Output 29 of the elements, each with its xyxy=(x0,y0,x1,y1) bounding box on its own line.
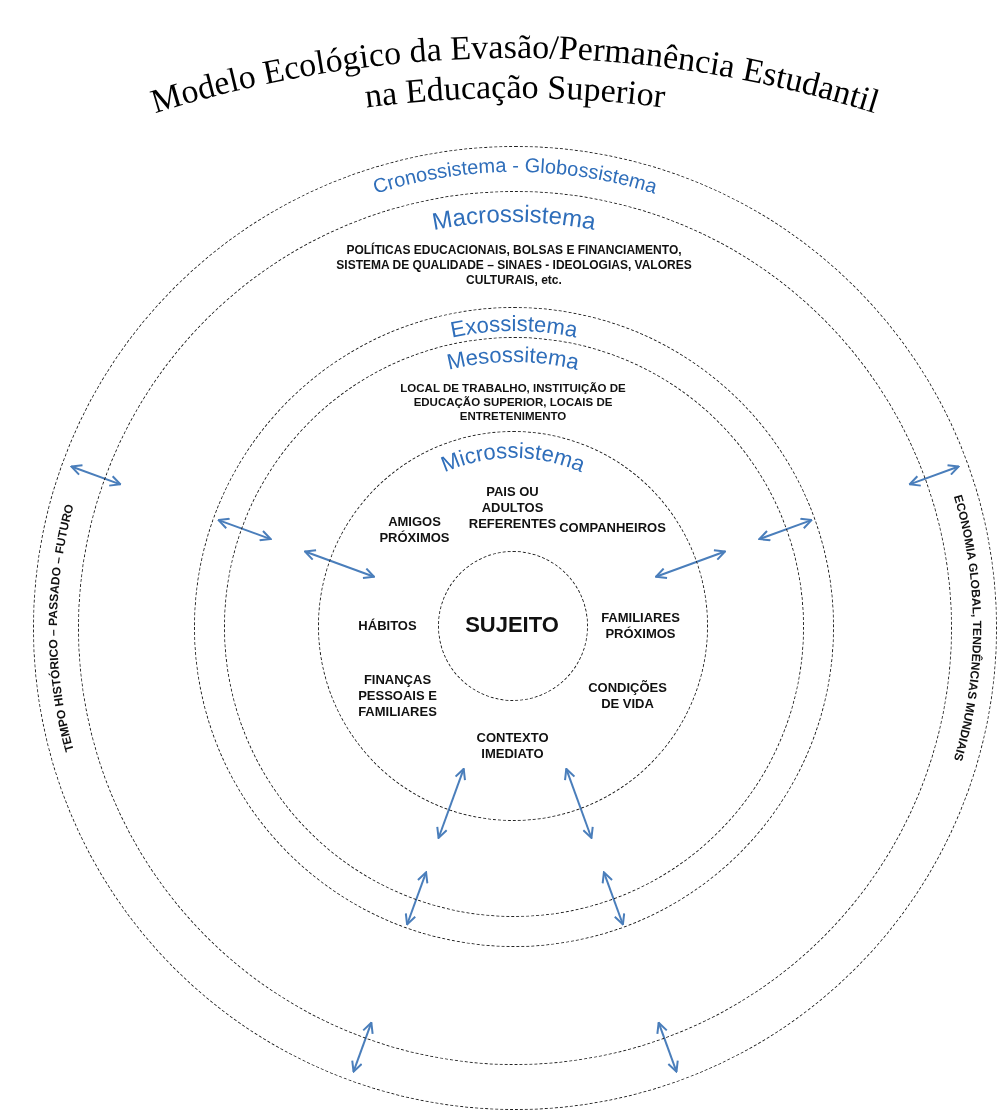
double-arrow xyxy=(654,549,726,579)
system-label: Microssistema xyxy=(436,437,589,477)
double-arrow xyxy=(404,871,429,926)
double-arrow xyxy=(656,1021,679,1073)
system-label: Exossistema xyxy=(447,310,580,342)
dashed-circle xyxy=(223,336,804,917)
double-arrow xyxy=(217,517,272,542)
factor-text: COMPANHEIROS xyxy=(558,519,667,536)
factor-text: CONTEXTO IMEDIATO xyxy=(475,729,550,762)
double-arrow xyxy=(758,517,813,542)
ring-text: LOCAL DE TRABALHO, INSTITUIÇÃO DE EDUCAÇÃO SUPERIOR, LOCAIS DE ENTRETENIMENTO xyxy=(399,381,627,423)
factor-text: HÁBITOS xyxy=(357,617,418,634)
factor-text: FAMILIARES PRÓXIMOS xyxy=(600,609,681,642)
double-arrow xyxy=(564,767,594,839)
factor-text: CONDIÇÕES DE VIDA xyxy=(587,679,668,712)
factor-text: PAIS OU ADULTOS REFERENTES xyxy=(467,483,558,532)
factor-text: FINANÇAS PESSOAIS E FAMILIARES xyxy=(357,671,438,720)
system-label: Macrossistema xyxy=(429,199,599,235)
double-arrow xyxy=(601,871,626,926)
factor-text: AMIGOS PRÓXIMOS xyxy=(378,513,451,546)
double-arrow xyxy=(436,767,466,839)
subject-label: SUJEITO xyxy=(464,611,560,639)
ring-text: POLÍTICAS EDUCACIONAIS, BOLSAS E FINANCIAMENTO, SISTEMA DE QUALIDADE – SINAES - IDEOLOGIAS, VALORES CULTURAIS, etc. xyxy=(335,242,693,288)
title: Modelo Ecológico da Evasão/Permanência Estudantil na Educação Superior xyxy=(146,28,884,120)
double-arrow xyxy=(351,1021,374,1073)
double-arrow xyxy=(908,464,960,487)
double-arrow xyxy=(70,464,122,487)
system-label: Mesossitema xyxy=(444,341,582,375)
double-arrow xyxy=(304,549,376,579)
